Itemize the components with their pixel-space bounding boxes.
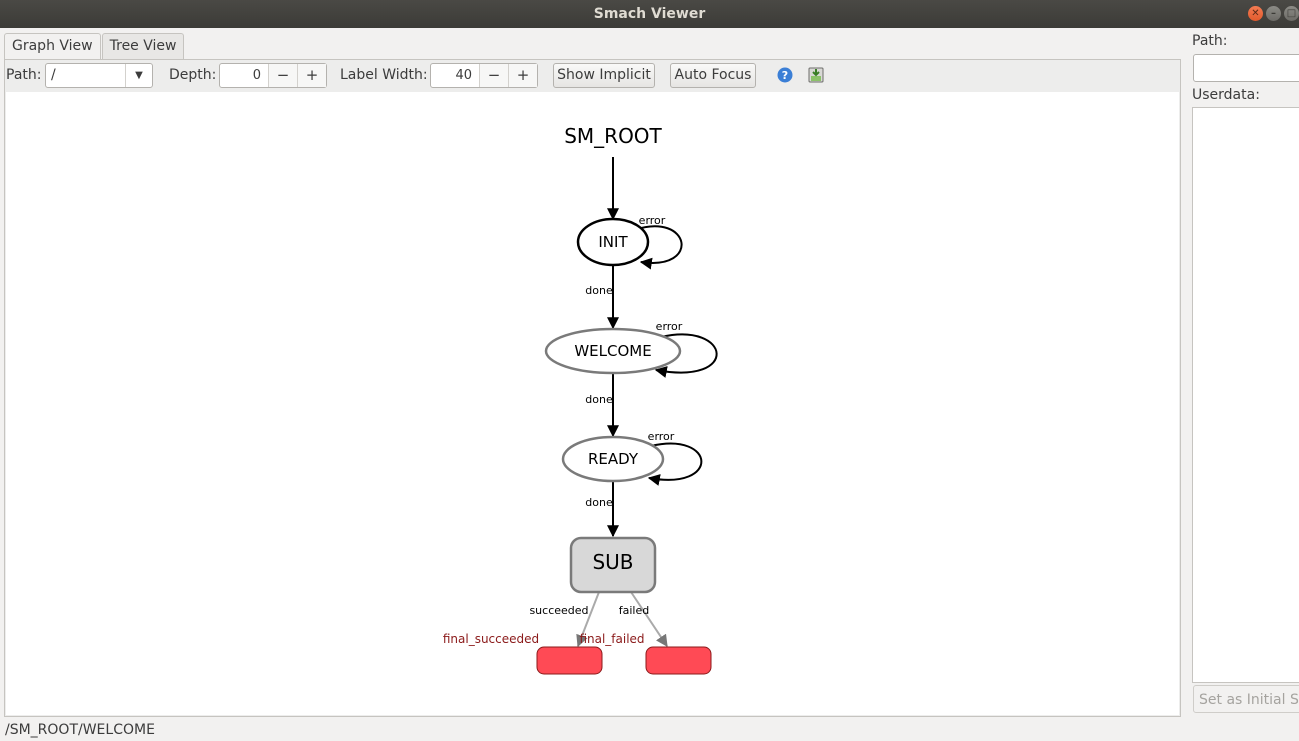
edge-label-init-done: done bbox=[585, 284, 613, 297]
edge-label-ready-done: done bbox=[585, 496, 613, 509]
outcome-label-final-failed: final_failed bbox=[579, 632, 644, 646]
state-info-panel: Path: Userdata: Set as Initial State bbox=[1185, 29, 1299, 719]
label-width-increment-button[interactable]: + bbox=[508, 64, 537, 87]
outcome-node-final-failed[interactable]: final_failed bbox=[579, 632, 712, 675]
edge-label-sub-failed: failed bbox=[619, 604, 649, 617]
path-combobox[interactable]: / ▼ bbox=[45, 63, 153, 88]
edge-welcome-error bbox=[654, 333, 718, 378]
path-label: Path: bbox=[6, 67, 42, 83]
outcome-label-final-succeeded: final_succeeded bbox=[443, 632, 539, 646]
chevron-down-icon[interactable]: ▼ bbox=[125, 64, 152, 87]
right-path-field[interactable] bbox=[1193, 54, 1299, 82]
userdata-label: Userdata: bbox=[1192, 87, 1260, 103]
state-label-welcome: WELCOME bbox=[574, 342, 651, 360]
state-label-sub: SUB bbox=[592, 550, 633, 574]
edge-init-error bbox=[633, 225, 683, 270]
state-node-ready[interactable]: READY bbox=[561, 435, 665, 483]
auto-focus-button[interactable]: Auto Focus bbox=[670, 63, 756, 88]
save-image-icon[interactable] bbox=[808, 67, 824, 83]
maximize-icon[interactable]: □ bbox=[1284, 6, 1299, 21]
set-initial-state-button[interactable]: Set as Initial State bbox=[1193, 685, 1299, 713]
state-label-init: INIT bbox=[598, 233, 628, 251]
close-icon[interactable]: ✕ bbox=[1248, 6, 1263, 21]
tab-graph-view[interactable]: Graph View bbox=[4, 33, 101, 60]
edge-sub-failed bbox=[630, 591, 668, 647]
depth-increment-button[interactable]: + bbox=[297, 64, 326, 87]
userdata-area[interactable] bbox=[1192, 107, 1299, 683]
label-width-spinbox[interactable]: 40 − + bbox=[430, 63, 538, 88]
edge-label-welcome-error: error bbox=[656, 320, 683, 333]
depth-spinbox[interactable]: 0 − + bbox=[219, 63, 327, 88]
window-titlebar: Smach Viewer ✕ – □ bbox=[0, 0, 1299, 28]
edge-sub-succeeded bbox=[576, 591, 600, 648]
show-implicit-button[interactable]: Show Implicit bbox=[553, 63, 655, 88]
edge-ready-error bbox=[647, 442, 703, 486]
right-path-label: Path: bbox=[1192, 33, 1228, 49]
outcome-node-final-succeeded[interactable]: final_succeeded bbox=[443, 632, 603, 675]
state-label-ready: READY bbox=[588, 450, 639, 468]
status-path: /SM_ROOT/WELCOME bbox=[5, 722, 155, 738]
path-combobox-value: / bbox=[51, 67, 56, 83]
edge-label-welcome-done: done bbox=[585, 393, 613, 406]
view-tabs: Graph View Tree View bbox=[4, 33, 185, 60]
edge-label-sub-succeeded: succeeded bbox=[529, 604, 588, 617]
help-icon[interactable]: ? bbox=[777, 67, 793, 83]
state-node-sub[interactable]: SUB bbox=[569, 536, 657, 594]
graph-canvas[interactable]: SM_ROOT error done error done error done… bbox=[6, 92, 1179, 715]
window-controls: ✕ – □ bbox=[1248, 6, 1299, 21]
edge-label-init-error: error bbox=[639, 214, 666, 227]
svg-text:?: ? bbox=[782, 69, 788, 82]
edge-label-ready-error: error bbox=[648, 430, 675, 443]
state-machine-graph[interactable]: SM_ROOT error done error done error done… bbox=[6, 92, 1179, 715]
label-width-decrement-button[interactable]: − bbox=[479, 64, 508, 87]
label-width-label: Label Width: bbox=[340, 67, 428, 83]
graph-view-pane: Path: / ▼ Depth: 0 − + Label Width: 40 −… bbox=[4, 59, 1181, 717]
window-title: Smach Viewer bbox=[593, 6, 706, 22]
state-node-init[interactable]: INIT bbox=[576, 217, 650, 267]
root-label: SM_ROOT bbox=[564, 124, 662, 148]
graph-toolbar: Path: / ▼ Depth: 0 − + Label Width: 40 −… bbox=[5, 60, 1180, 91]
depth-value[interactable]: 0 bbox=[252, 68, 261, 83]
depth-decrement-button[interactable]: − bbox=[268, 64, 297, 87]
minimize-icon[interactable]: – bbox=[1266, 6, 1281, 21]
state-node-welcome[interactable]: WELCOME bbox=[544, 327, 682, 375]
depth-label: Depth: bbox=[169, 67, 217, 83]
label-width-value[interactable]: 40 bbox=[455, 68, 472, 83]
tab-tree-view[interactable]: Tree View bbox=[101, 33, 185, 59]
